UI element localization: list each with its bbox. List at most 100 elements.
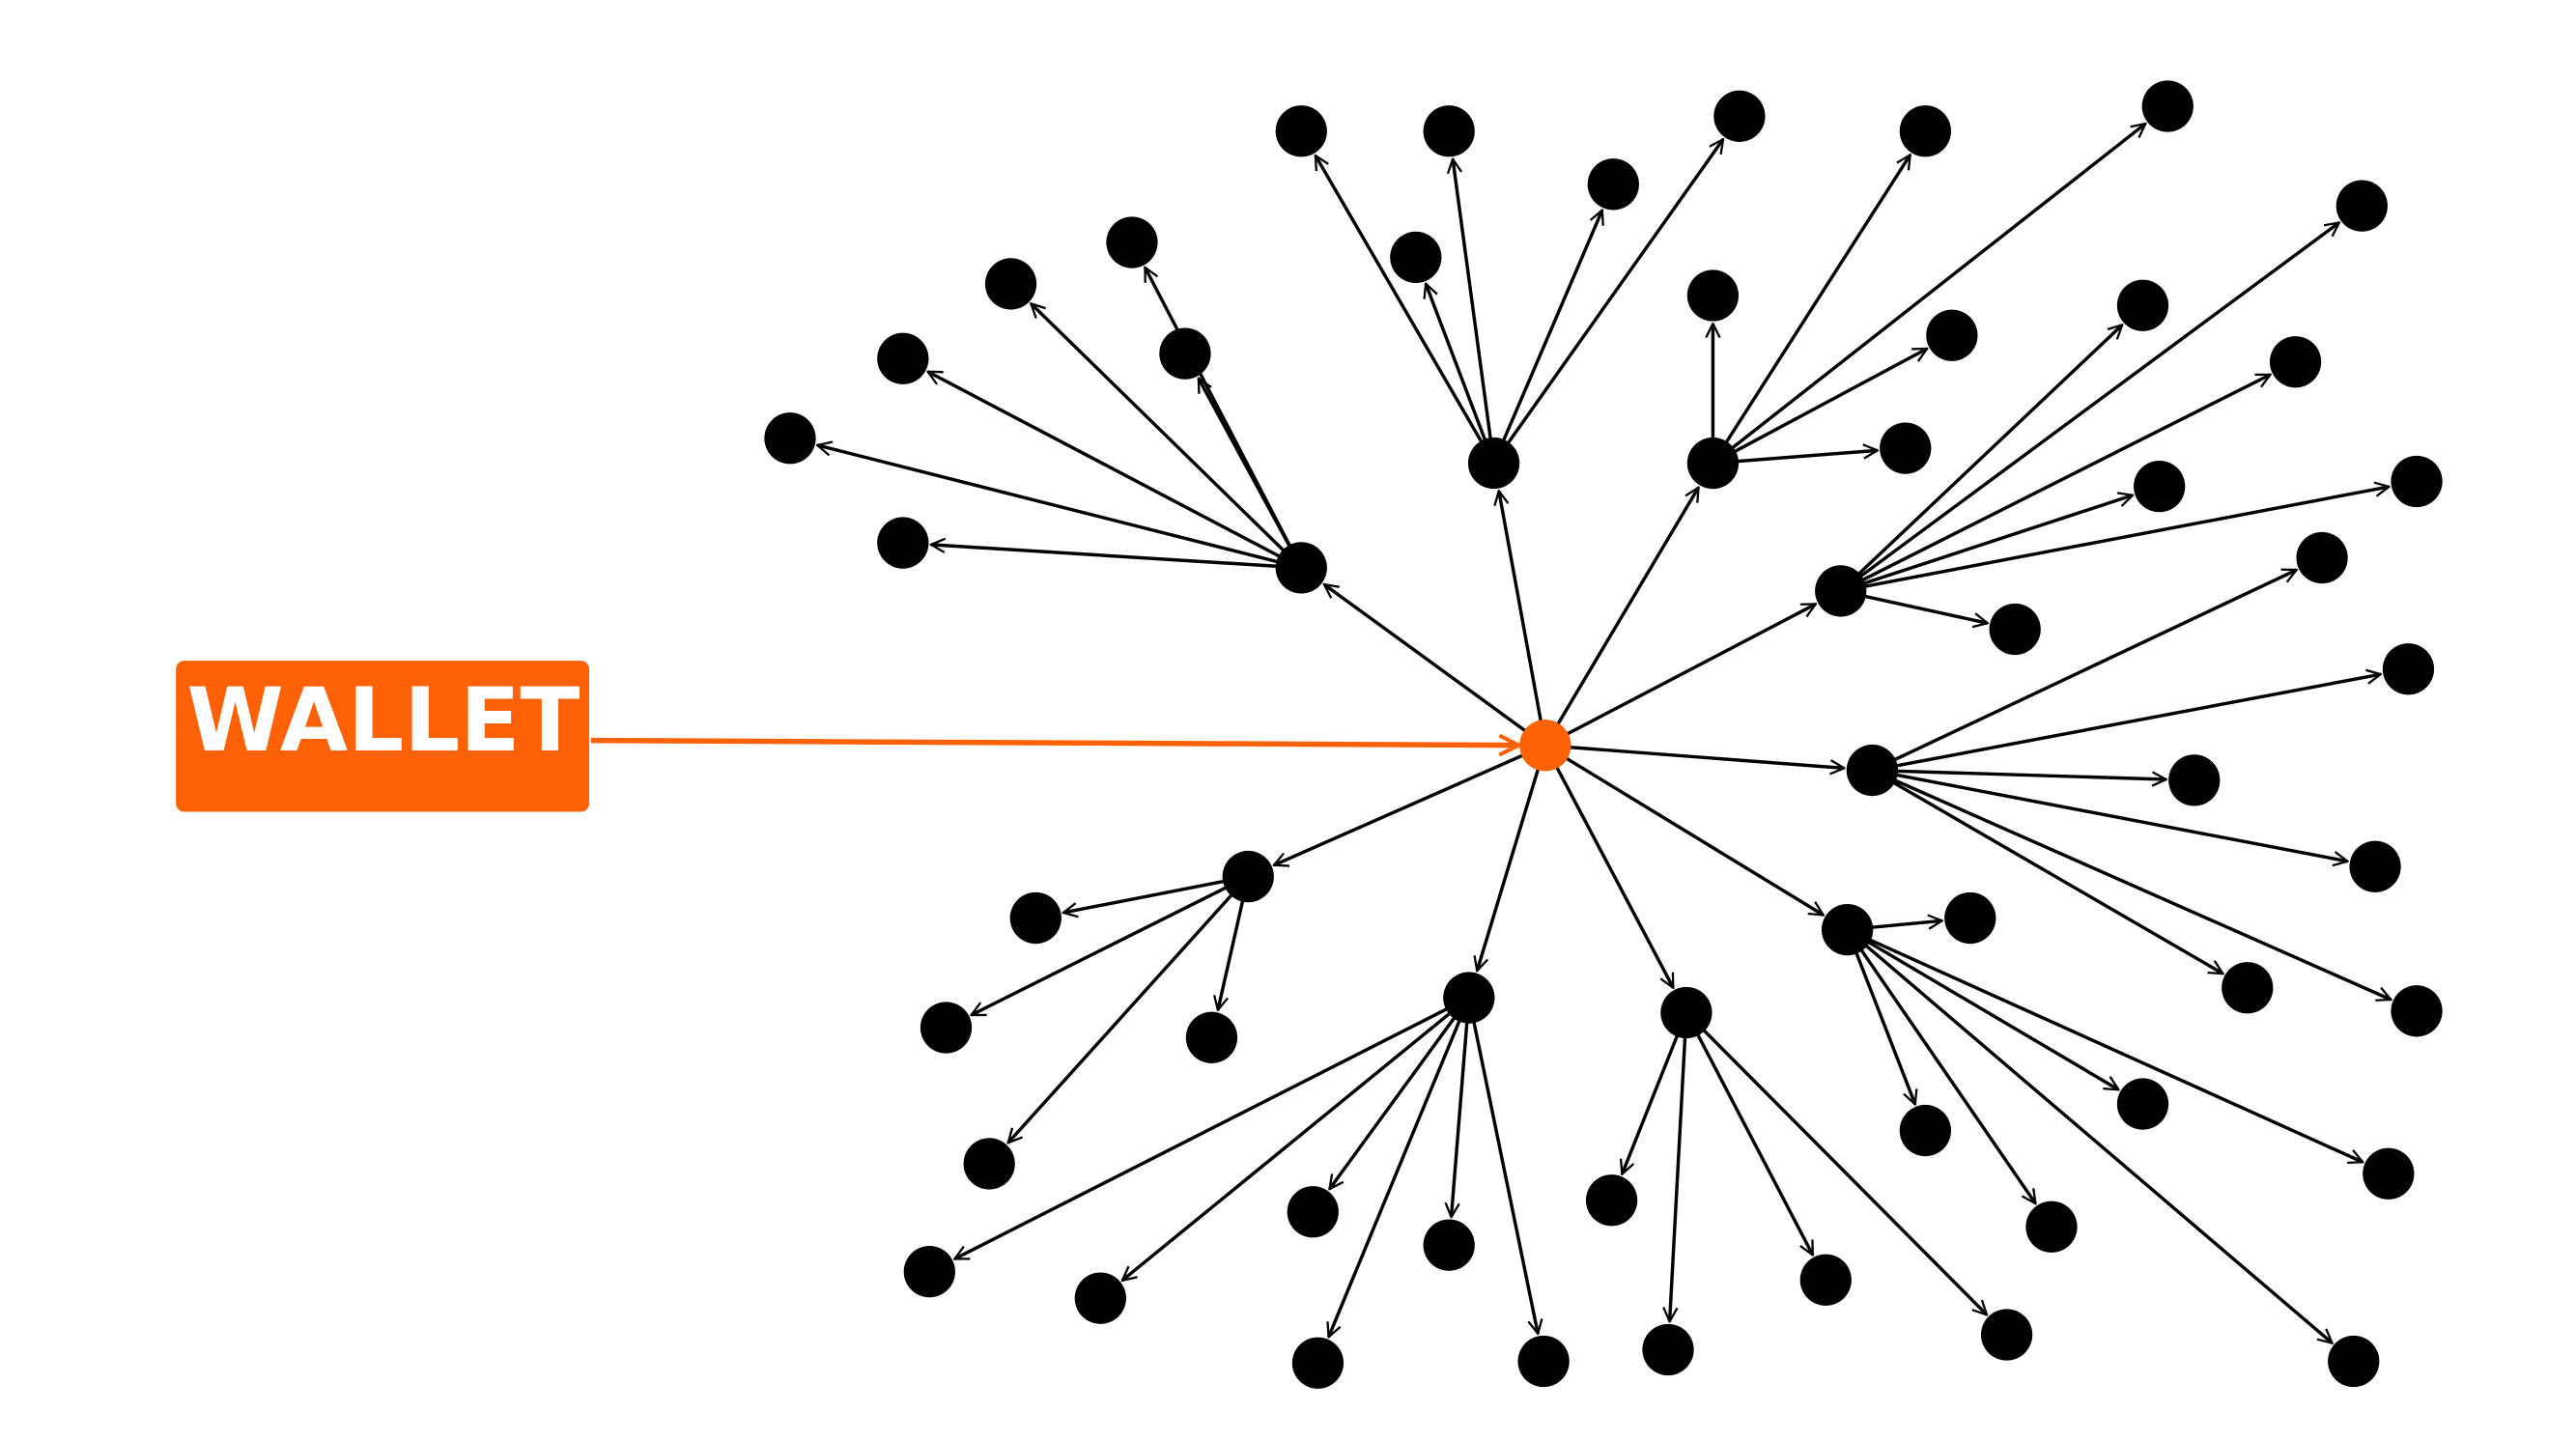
edge [1872, 768, 2166, 779]
hub-node [1660, 986, 1713, 1039]
leaf-node [2382, 643, 2435, 695]
edge [1713, 450, 1877, 466]
wallet-edge [590, 741, 1519, 746]
edge [1840, 487, 2390, 593]
edge [1314, 155, 1496, 465]
edge [1670, 1012, 1688, 1322]
leaf-node [1585, 1174, 1638, 1227]
edge [1008, 875, 1250, 1144]
leaf-node [764, 412, 816, 465]
edge [1329, 997, 1471, 1189]
edge [1712, 124, 2145, 465]
edge [817, 445, 1302, 570]
leaf-node [1287, 1186, 1339, 1238]
wallet-label: WALLET [186, 669, 580, 772]
edge-layer [590, 124, 2392, 1343]
leaf-node [1185, 1011, 1238, 1063]
edge [1840, 495, 2133, 593]
edge [1543, 744, 1675, 988]
hub-node [1846, 744, 1899, 797]
edge [1426, 284, 1496, 465]
leaf-node [903, 1246, 955, 1298]
leaf-node [2363, 1147, 2415, 1200]
leaf-node [1980, 1309, 2033, 1361]
leaf-node [2141, 80, 2194, 132]
edge [1872, 768, 2347, 862]
leaf-node [2134, 460, 2186, 513]
leaf-node [1074, 1272, 1126, 1324]
edge [1711, 155, 1912, 465]
leaf-node [2296, 531, 2348, 584]
leaf-node [1106, 216, 1158, 268]
edge [1846, 928, 2333, 1343]
edge [1492, 211, 1602, 465]
leaf-node [1587, 158, 1639, 211]
leaf-node [1926, 309, 1978, 361]
hub-node [1443, 972, 1495, 1024]
leaf-node [1642, 1323, 1694, 1376]
edge [1712, 347, 1927, 466]
leaf-node [2391, 985, 2443, 1037]
leaf-node [2328, 1335, 2380, 1388]
leaf-node [1423, 1219, 1475, 1271]
hub-node [1467, 437, 1520, 490]
leaf-node [2116, 1078, 2169, 1130]
edge [1063, 874, 1249, 913]
edge [1452, 997, 1471, 1217]
edge [1324, 584, 1546, 748]
edge [1846, 928, 2119, 1091]
leaf-node [1291, 1337, 1345, 1389]
edge [1031, 303, 1303, 570]
leaf-node [1159, 327, 1211, 380]
hub-node [1275, 542, 1327, 594]
edge [1872, 674, 2380, 773]
leaf-node [1880, 422, 1932, 474]
leaf-node [2116, 279, 2169, 331]
edge [1543, 744, 1824, 917]
hub-node [1821, 903, 1874, 956]
leaf-node [2269, 336, 2322, 388]
edge [1329, 997, 1471, 1337]
edge [1622, 1011, 1688, 1174]
leaf-node [1989, 603, 2041, 656]
leaf-node [1713, 90, 1766, 142]
edge [1544, 602, 1816, 748]
leaf-node [877, 332, 929, 384]
edge [1477, 745, 1547, 971]
leaf-node [1423, 105, 1475, 157]
leaf-node [963, 1138, 1015, 1190]
edge [1839, 325, 2123, 593]
edge [1492, 139, 1723, 465]
leaf-node [1275, 105, 1327, 157]
edge [1544, 744, 1844, 769]
leaf-node [2391, 455, 2443, 508]
leaf-node [2335, 180, 2388, 232]
edge [1846, 928, 2036, 1204]
center-node [1519, 720, 1571, 772]
edge [1467, 997, 1538, 1334]
leaf-node [1686, 269, 1740, 322]
edge [972, 875, 1250, 1017]
leaf-node [1009, 891, 1062, 945]
leaf-node [1899, 105, 1952, 157]
hub-node [1815, 565, 1867, 617]
edge [1839, 223, 2339, 593]
leaf-node [1390, 231, 1442, 284]
edge [1871, 568, 2296, 773]
leaf-node [920, 1002, 973, 1054]
edge [954, 996, 1470, 1260]
hub-node [1686, 437, 1740, 490]
edge [1684, 1011, 1815, 1256]
edge [1846, 928, 1915, 1105]
leaf-node [1944, 891, 1996, 945]
node-layer [764, 80, 2443, 1389]
edge [1453, 159, 1496, 464]
edge [928, 370, 1303, 570]
wallet-rect [176, 661, 590, 812]
leaf-node [1517, 1335, 1570, 1388]
hub-node [1222, 850, 1274, 903]
leaf-node [1899, 1104, 1952, 1157]
leaf-node [2168, 754, 2221, 806]
wallet-box: WALLET [176, 661, 590, 812]
